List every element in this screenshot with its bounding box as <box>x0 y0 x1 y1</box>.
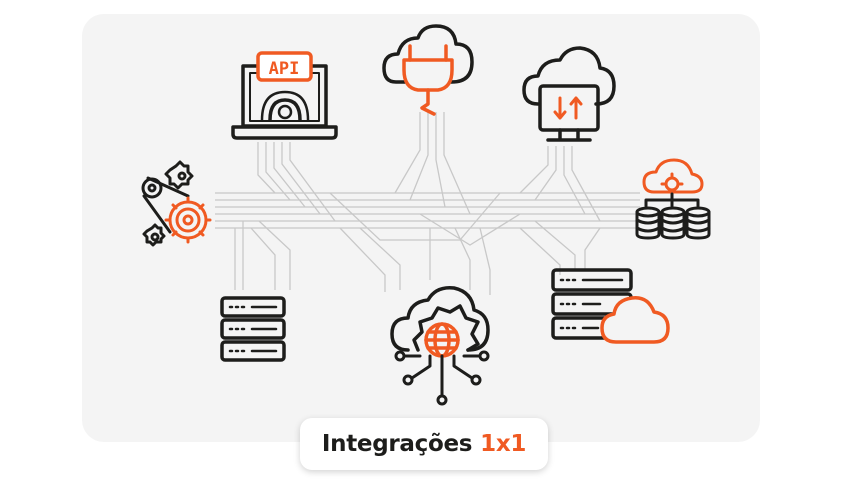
circuit-lines <box>215 112 640 295</box>
cloud-database-icon <box>635 158 711 240</box>
gears-belt-icon <box>141 160 212 247</box>
cloud-gear-globe-network-icon <box>390 286 490 406</box>
cloud-plug-icon <box>382 24 474 116</box>
laptop-api-gear-icon <box>231 51 338 140</box>
caption-accent: 1x1 <box>480 431 527 457</box>
server-cloud-icon <box>551 268 670 344</box>
caption-badge: Integrações 1x1 <box>300 418 548 470</box>
caption-title: Integrações <box>321 431 473 457</box>
cloud-monitor-sync-icon <box>522 46 616 142</box>
api-label: API <box>269 59 300 79</box>
server-rack-icon <box>220 296 286 362</box>
